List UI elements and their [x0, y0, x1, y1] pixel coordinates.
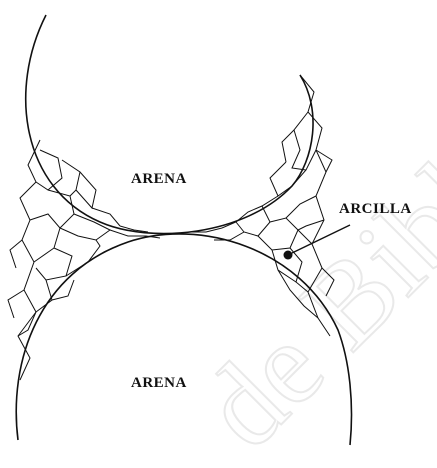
- clay-label: ARCILLA: [339, 201, 412, 217]
- lower-sand-label: ARENA: [131, 375, 187, 391]
- upper-sand-label: ARENA: [131, 171, 187, 187]
- clay-particle-dot: [284, 251, 293, 260]
- watermark: de Bibliot: [177, 49, 437, 468]
